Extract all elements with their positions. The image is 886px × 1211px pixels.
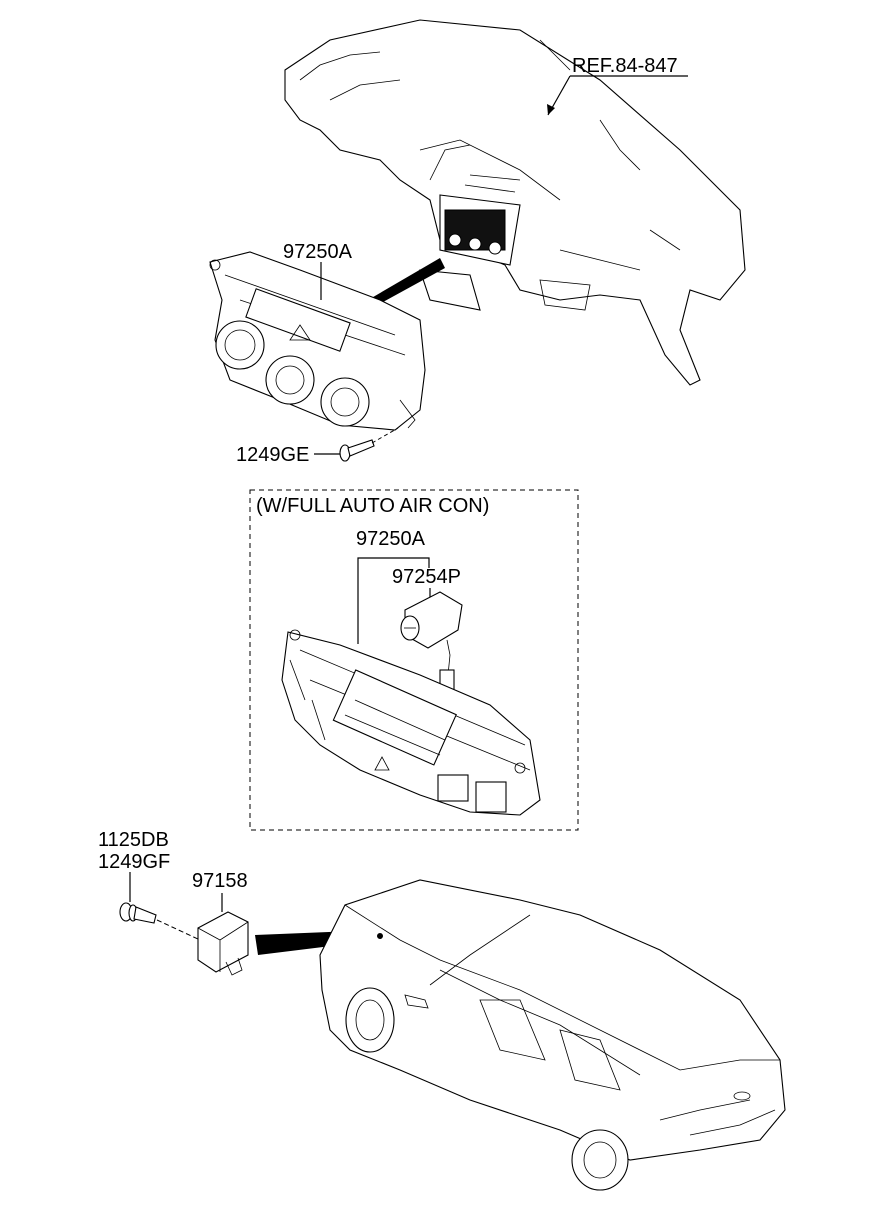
auto-control-label: 97250A: [356, 528, 426, 550]
ref-callout: REF.84-847: [547, 55, 688, 116]
auto-control-unit: [281, 629, 541, 816]
bolt-assembly: [119, 902, 201, 941]
ref-label: REF.84-847: [572, 55, 678, 77]
dashboard-illustration: [284, 19, 746, 386]
auto-aircon-box: [249, 489, 579, 831]
bolt-b-label: 1249GF: [98, 851, 170, 873]
heater-control-unit: [209, 251, 426, 431]
sensor-label: 97254P: [392, 566, 461, 588]
screw-1249ge: [339, 427, 399, 462]
pointer-arrow-dash: [368, 258, 445, 308]
auto-aircon-note: (W/FULL AUTO AIR CON): [256, 495, 489, 517]
car-illustration: [319, 879, 786, 1191]
module-label: 97158: [192, 870, 248, 892]
module-97158: [197, 911, 249, 976]
screw-label: 1249GE: [236, 444, 309, 466]
heater-control-label: 97250A: [283, 241, 353, 263]
bolt-a-label: 1125DB: [98, 829, 169, 851]
